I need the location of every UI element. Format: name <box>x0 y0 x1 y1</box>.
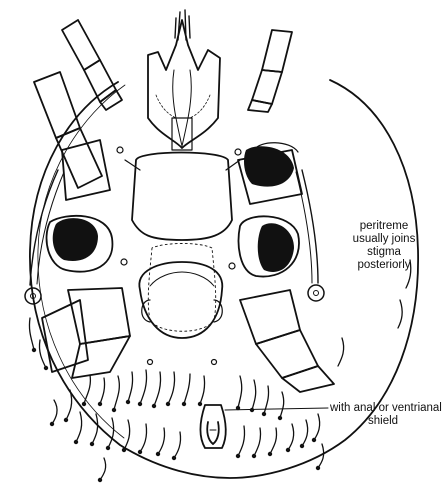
genital-shield <box>139 244 222 339</box>
peritreme-label-line-1: peritreme <box>328 220 440 233</box>
peritreme-right <box>302 170 318 283</box>
pores <box>117 147 241 365</box>
setae <box>29 260 410 480</box>
peritreme-label: peritreme usually joins stigma posterior… <box>328 220 440 272</box>
peritreme-left <box>30 170 58 285</box>
anal-pointer-line <box>225 408 328 410</box>
anal-shield <box>200 405 225 448</box>
leg-2-left <box>34 72 110 200</box>
peritreme-label-line-3: stigma <box>328 246 440 259</box>
stigma-right <box>308 285 324 301</box>
body-outline-inner <box>38 85 125 438</box>
anal-shield-label: with anal or ventrianal shield <box>330 402 442 428</box>
coxa-dark-fill <box>53 146 294 272</box>
peritreme-label-line-2: usually joins <box>328 233 440 246</box>
leg-4-right <box>240 290 334 392</box>
sternal-shield <box>132 153 232 241</box>
peritreme-label-line-4: posteriorly <box>328 259 440 272</box>
leg-1-right <box>248 30 292 112</box>
anal-label-line-2: shield <box>330 415 442 428</box>
leg-1-left <box>62 20 122 110</box>
anal-label-line-1: with anal or ventrianal <box>330 402 442 415</box>
gnathosoma <box>148 10 220 150</box>
